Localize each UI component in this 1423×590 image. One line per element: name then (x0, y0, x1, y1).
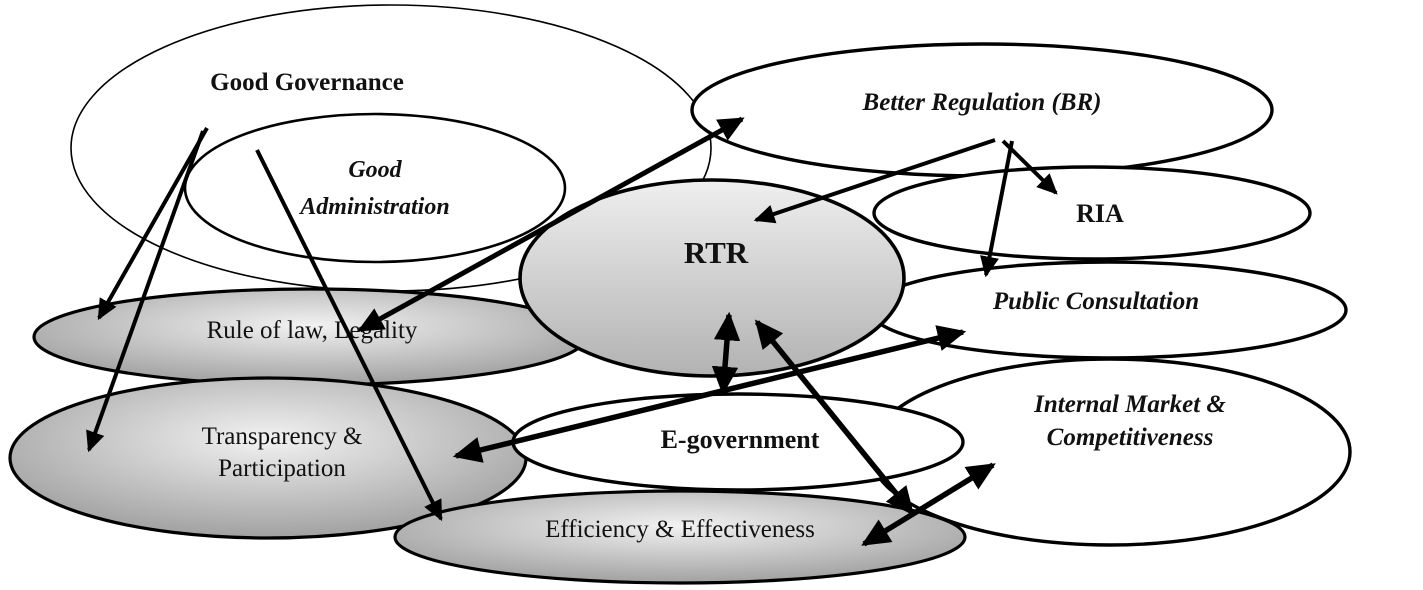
arrow-better-regulation-to-public-consultation (980, 140, 1014, 278)
node-rtr-label: RTR (684, 235, 749, 270)
arrow-internal-market-to-efficiency-effectiveness (861, 462, 996, 547)
node-e-government: E-government (511, 392, 965, 492)
node-good-administration-ellipse (183, 112, 567, 264)
node-ria-ellipse (872, 165, 1312, 261)
node-rule-of-law-label: Rule of law, Legality (207, 317, 418, 344)
node-internal-market-label: Internal Market &Competitiveness (1033, 391, 1226, 451)
node-ria: RIA (872, 165, 1312, 261)
node-e-government-label: E-government (661, 425, 820, 454)
node-public-consultation: Public Consultation (868, 260, 1348, 360)
node-good-governance-label: Good Governance (210, 69, 404, 96)
arrow-good-governance-to-efficiency-effectiveness (255, 149, 443, 522)
node-transparency-participation-label: Transparency &Participation (202, 423, 363, 482)
node-better-regulation-label: Better Regulation (BR) (862, 89, 1102, 116)
node-better-regulation: Better Regulation (BR) (690, 42, 1274, 178)
arrow-good-governance-to-rule-of-law (97, 127, 209, 321)
arrow-public-consultation-to-e-government (452, 325, 967, 463)
node-efficiency-effectiveness-label: Efficiency & Effectiveness (545, 516, 815, 543)
arrows-layer (86, 116, 1058, 547)
node-public-consultation-label: Public Consultation (992, 288, 1199, 315)
node-ria-label: RIA (1076, 199, 1124, 228)
arrow-good-governance-to-transparency-participation (86, 130, 205, 453)
arrow-better-regulation-to-rtr (753, 138, 996, 224)
arrow-rule-of-law-to-better-regulation (357, 116, 745, 333)
